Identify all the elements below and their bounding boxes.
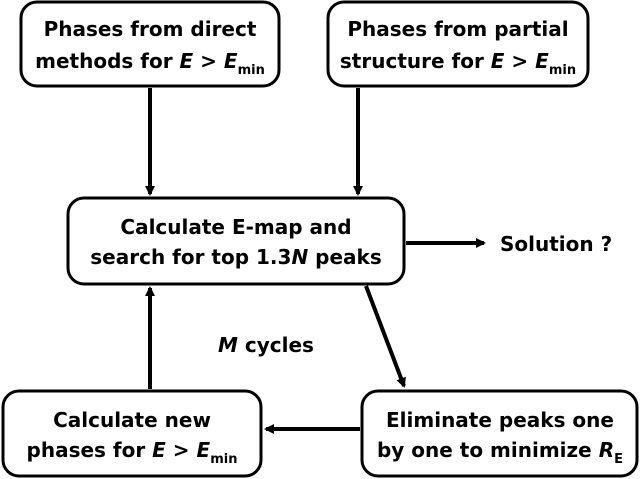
box-eliminate-peaks-line1: Eliminate peaks one bbox=[386, 408, 614, 432]
box-calculate-emap-line1: Calculate E-map and bbox=[120, 215, 351, 239]
cycles-label: M cycles bbox=[218, 333, 314, 357]
box-partial-structure-line2: structure for E > Emin bbox=[340, 49, 576, 78]
box-eliminate-peaks-line2: by one to minimize RE bbox=[377, 438, 623, 467]
box-calculate-emap bbox=[66, 196, 406, 286]
box-direct-methods-line2: methods for E > Emin bbox=[35, 49, 265, 78]
arrow-emap-to-eliminate bbox=[364, 285, 406, 388]
box-partial-structure bbox=[326, 0, 590, 88]
box-eliminate-peaks bbox=[360, 389, 639, 478]
box-direct-methods bbox=[19, 0, 281, 88]
box-direct-methods-line1: Phases from direct bbox=[44, 17, 257, 41]
box-calculate-new-phases bbox=[1, 389, 263, 478]
box-calculate-new-phases-line2: phases for E > Emin bbox=[27, 438, 238, 467]
solution-label: Solution ? bbox=[500, 232, 612, 256]
box-calculate-emap-line2: search for top 1.3N peaks bbox=[90, 245, 381, 269]
box-partial-structure-line1: Phases from partial bbox=[347, 17, 568, 41]
box-calculate-new-phases-line1: Calculate new bbox=[53, 408, 211, 432]
